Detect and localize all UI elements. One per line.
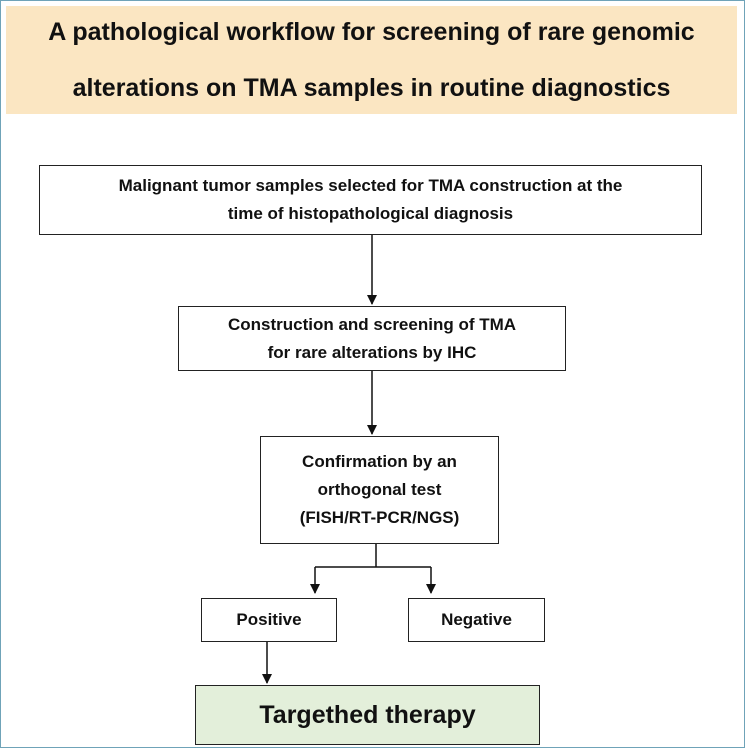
therapy-box: Targethed therapy bbox=[195, 685, 540, 745]
title-banner: A pathological workflow for screening of… bbox=[6, 6, 737, 114]
screening-step-box: Construction and screening of TMA for ra… bbox=[178, 306, 566, 371]
therapy-label: Targethed therapy bbox=[259, 701, 476, 729]
screening-step-line-2: for rare alterations by IHC bbox=[267, 342, 477, 362]
negative-outcome-box: Negative bbox=[408, 598, 545, 642]
title-line-1: A pathological workflow for screening of… bbox=[48, 18, 695, 46]
positive-label: Positive bbox=[236, 610, 302, 629]
confirmation-step-line-3: (FISH/RT-PCR/NGS) bbox=[299, 508, 460, 527]
positive-outcome-box: Positive bbox=[201, 598, 337, 642]
confirmation-step-line-2: orthogonal test bbox=[317, 480, 442, 499]
confirmation-step-box: Confirmation by an orthogonal test (FISH… bbox=[260, 436, 499, 544]
selection-step-line-2: time of histopathological diagnosis bbox=[227, 204, 514, 223]
screening-step-line-1: Construction and screening of TMA bbox=[227, 314, 517, 334]
selection-step-line-1: Malignant tumor samples selected for TMA… bbox=[118, 176, 623, 195]
title-line-2: alterations on TMA samples in routine di… bbox=[72, 74, 671, 102]
negative-label: Negative bbox=[441, 610, 512, 629]
confirmation-step-line-1: Confirmation by an bbox=[302, 452, 457, 471]
selection-step-box: Malignant tumor samples selected for TMA… bbox=[39, 165, 702, 235]
